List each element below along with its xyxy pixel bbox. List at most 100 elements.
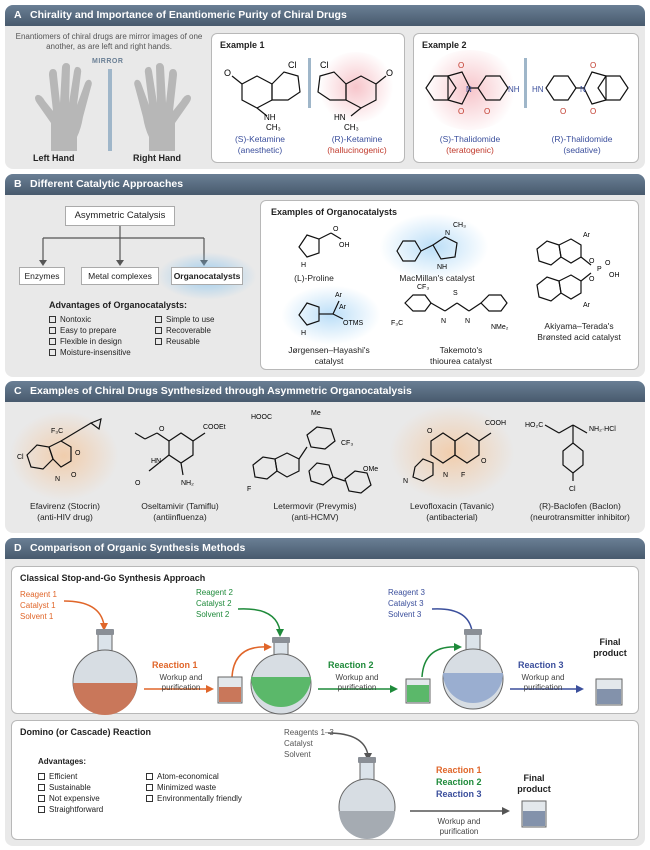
mirror-divider <box>308 58 311 108</box>
svg-text:N: N <box>55 476 60 483</box>
adv-item: Simple to use <box>155 314 214 325</box>
svg-text:CH₃: CH₃ <box>344 123 359 132</box>
example-2-card: Example 2 O O N NH O O O N HN O (S)-Thal… <box>413 33 639 163</box>
levofloxacin-halo <box>389 405 515 501</box>
svg-text:P: P <box>597 266 602 273</box>
svg-text:CH₃: CH₃ <box>453 222 466 229</box>
mirror-divider-2 <box>524 58 527 108</box>
domino-title: Domino (or Cascade) Reaction <box>20 727 152 737</box>
organocatalyst-examples-card: Examples of Organocatalysts O OH H (L)-P… <box>260 200 639 370</box>
svg-text:O: O <box>590 61 596 70</box>
svg-text:F₃C: F₃C <box>51 428 63 435</box>
adv-item: Nontoxic <box>49 314 91 325</box>
organocatalyst-examples-title: Examples of Organocatalysts <box>271 207 398 217</box>
macmillan-label: MacMillan's catalyst <box>399 273 475 283</box>
domino-reaction-3: Reaction 3 <box>436 789 482 799</box>
left-hand-icon <box>35 63 92 151</box>
svg-text:OH: OH <box>339 242 350 249</box>
domino-adv-item: Straightforward <box>38 804 103 815</box>
reaction-3-label: Reaction 3 <box>518 660 564 670</box>
svg-text:O: O <box>590 107 596 116</box>
svg-text:CF₃: CF₃ <box>341 440 353 447</box>
classical-title: Classical Stop-and-Go Synthesis Approach <box>20 573 206 583</box>
svg-text:NH: NH <box>437 264 447 271</box>
svg-text:N: N <box>403 478 408 485</box>
svg-text:NH: NH <box>508 85 520 94</box>
final-product-label: Final product <box>593 637 627 658</box>
metal-complexes-box: Metal complexes <box>81 267 159 285</box>
baclofen-label: (R)-Baclofen (Baclon)(neurotransmitter i… <box>530 501 630 522</box>
svg-text:HOOC: HOOC <box>251 414 272 421</box>
svg-text:N: N <box>443 472 448 479</box>
r-ketamine-halo <box>316 52 396 122</box>
workup-1-label: Workup and purification <box>159 673 203 692</box>
example-1-card: Example 1 O Cl NH CH₃ O Cl HN CH₃ (S)-Ke… <box>211 33 405 163</box>
s-thalidomide-structure: O O N NH O <box>425 61 520 116</box>
svg-text:N: N <box>445 230 450 237</box>
adv-item: Flexible in design <box>49 336 122 347</box>
classical-flow-graphic <box>63 600 623 715</box>
takemoto-structure: CF₃ F₃C S N N NMe₂ <box>391 284 509 331</box>
domino-adv-item: Efficient <box>38 771 77 782</box>
svg-text:CH₃: CH₃ <box>266 123 281 132</box>
hands-intro: Enantiomers of chiral drugs are mirror i… <box>15 32 203 51</box>
levofloxacin-structure: COOH O O N F N <box>403 420 506 485</box>
levofloxacin-label: Levofloxacin (Tavanic)(antibacterial) <box>409 501 495 522</box>
asymmetric-catalysis-box: Asymmetric Catalysis <box>65 206 175 226</box>
baclofen-structure: HO₂C NH₂·HCl Cl <box>525 422 616 493</box>
svg-text:CF₃: CF₃ <box>417 284 429 291</box>
domino-adv-item: Not expensive <box>38 793 100 804</box>
efavirenz-label: Efavirenz (Stocrin)(anti-HIV drug) <box>30 501 100 522</box>
svg-text:Ar: Ar <box>335 292 343 299</box>
organocatalysts-box: Organocatalysts <box>171 267 243 285</box>
domino-final-product: Final product <box>517 773 551 794</box>
svg-text:Cl: Cl <box>17 454 24 461</box>
svg-text:HN: HN <box>334 113 346 122</box>
svg-text:O: O <box>484 107 490 116</box>
svg-text:O: O <box>224 68 231 78</box>
svg-text:N: N <box>466 85 472 94</box>
adv-item: Moisture-insensitive <box>49 347 131 358</box>
workup-2-label: Workup and purification <box>335 673 379 692</box>
svg-text:HN: HN <box>151 458 161 465</box>
reaction-2-label: Reaction 2 <box>328 660 374 670</box>
svg-text:O: O <box>71 472 77 479</box>
s-thalidomide-name: (S)-Thalidomide(teratogenic) <box>439 134 501 155</box>
s-thalidomide-halo <box>420 50 520 130</box>
r-thalidomide-structure: O O N HN O <box>532 61 629 116</box>
svg-text:H: H <box>301 330 306 337</box>
adv-item: Reusable <box>155 336 200 347</box>
reaction-1-label: Reaction 1 <box>152 660 198 670</box>
right-hand-label: Right Hand <box>133 153 181 163</box>
svg-text:N: N <box>580 85 586 94</box>
svg-text:NH: NH <box>264 113 276 122</box>
svg-text:O: O <box>589 276 595 283</box>
example-1-title: Example 1 <box>220 40 265 50</box>
svg-text:NH₂·HCl: NH₂·HCl <box>589 426 616 433</box>
svg-text:F₃C: F₃C <box>391 320 403 327</box>
svg-text:O: O <box>75 450 81 457</box>
svg-text:O: O <box>560 107 566 116</box>
svg-text:NMe₂: NMe₂ <box>491 324 509 331</box>
enzymes-box: Enzymes <box>19 267 65 285</box>
jorgensen-structure: Ar Ar OTMS H <box>298 292 364 337</box>
organocatalyst-advantages-title: Advantages of Organocatalysts: <box>49 300 188 310</box>
adv-item: Easy to prepare <box>49 325 116 336</box>
mirror-line <box>108 69 112 151</box>
svg-text:Ar: Ar <box>339 304 347 311</box>
svg-text:Ar: Ar <box>583 232 591 239</box>
svg-text:O: O <box>481 458 487 465</box>
svg-text:O: O <box>605 260 611 267</box>
svg-text:OH: OH <box>609 272 620 279</box>
svg-text:NH₂: NH₂ <box>181 480 194 487</box>
